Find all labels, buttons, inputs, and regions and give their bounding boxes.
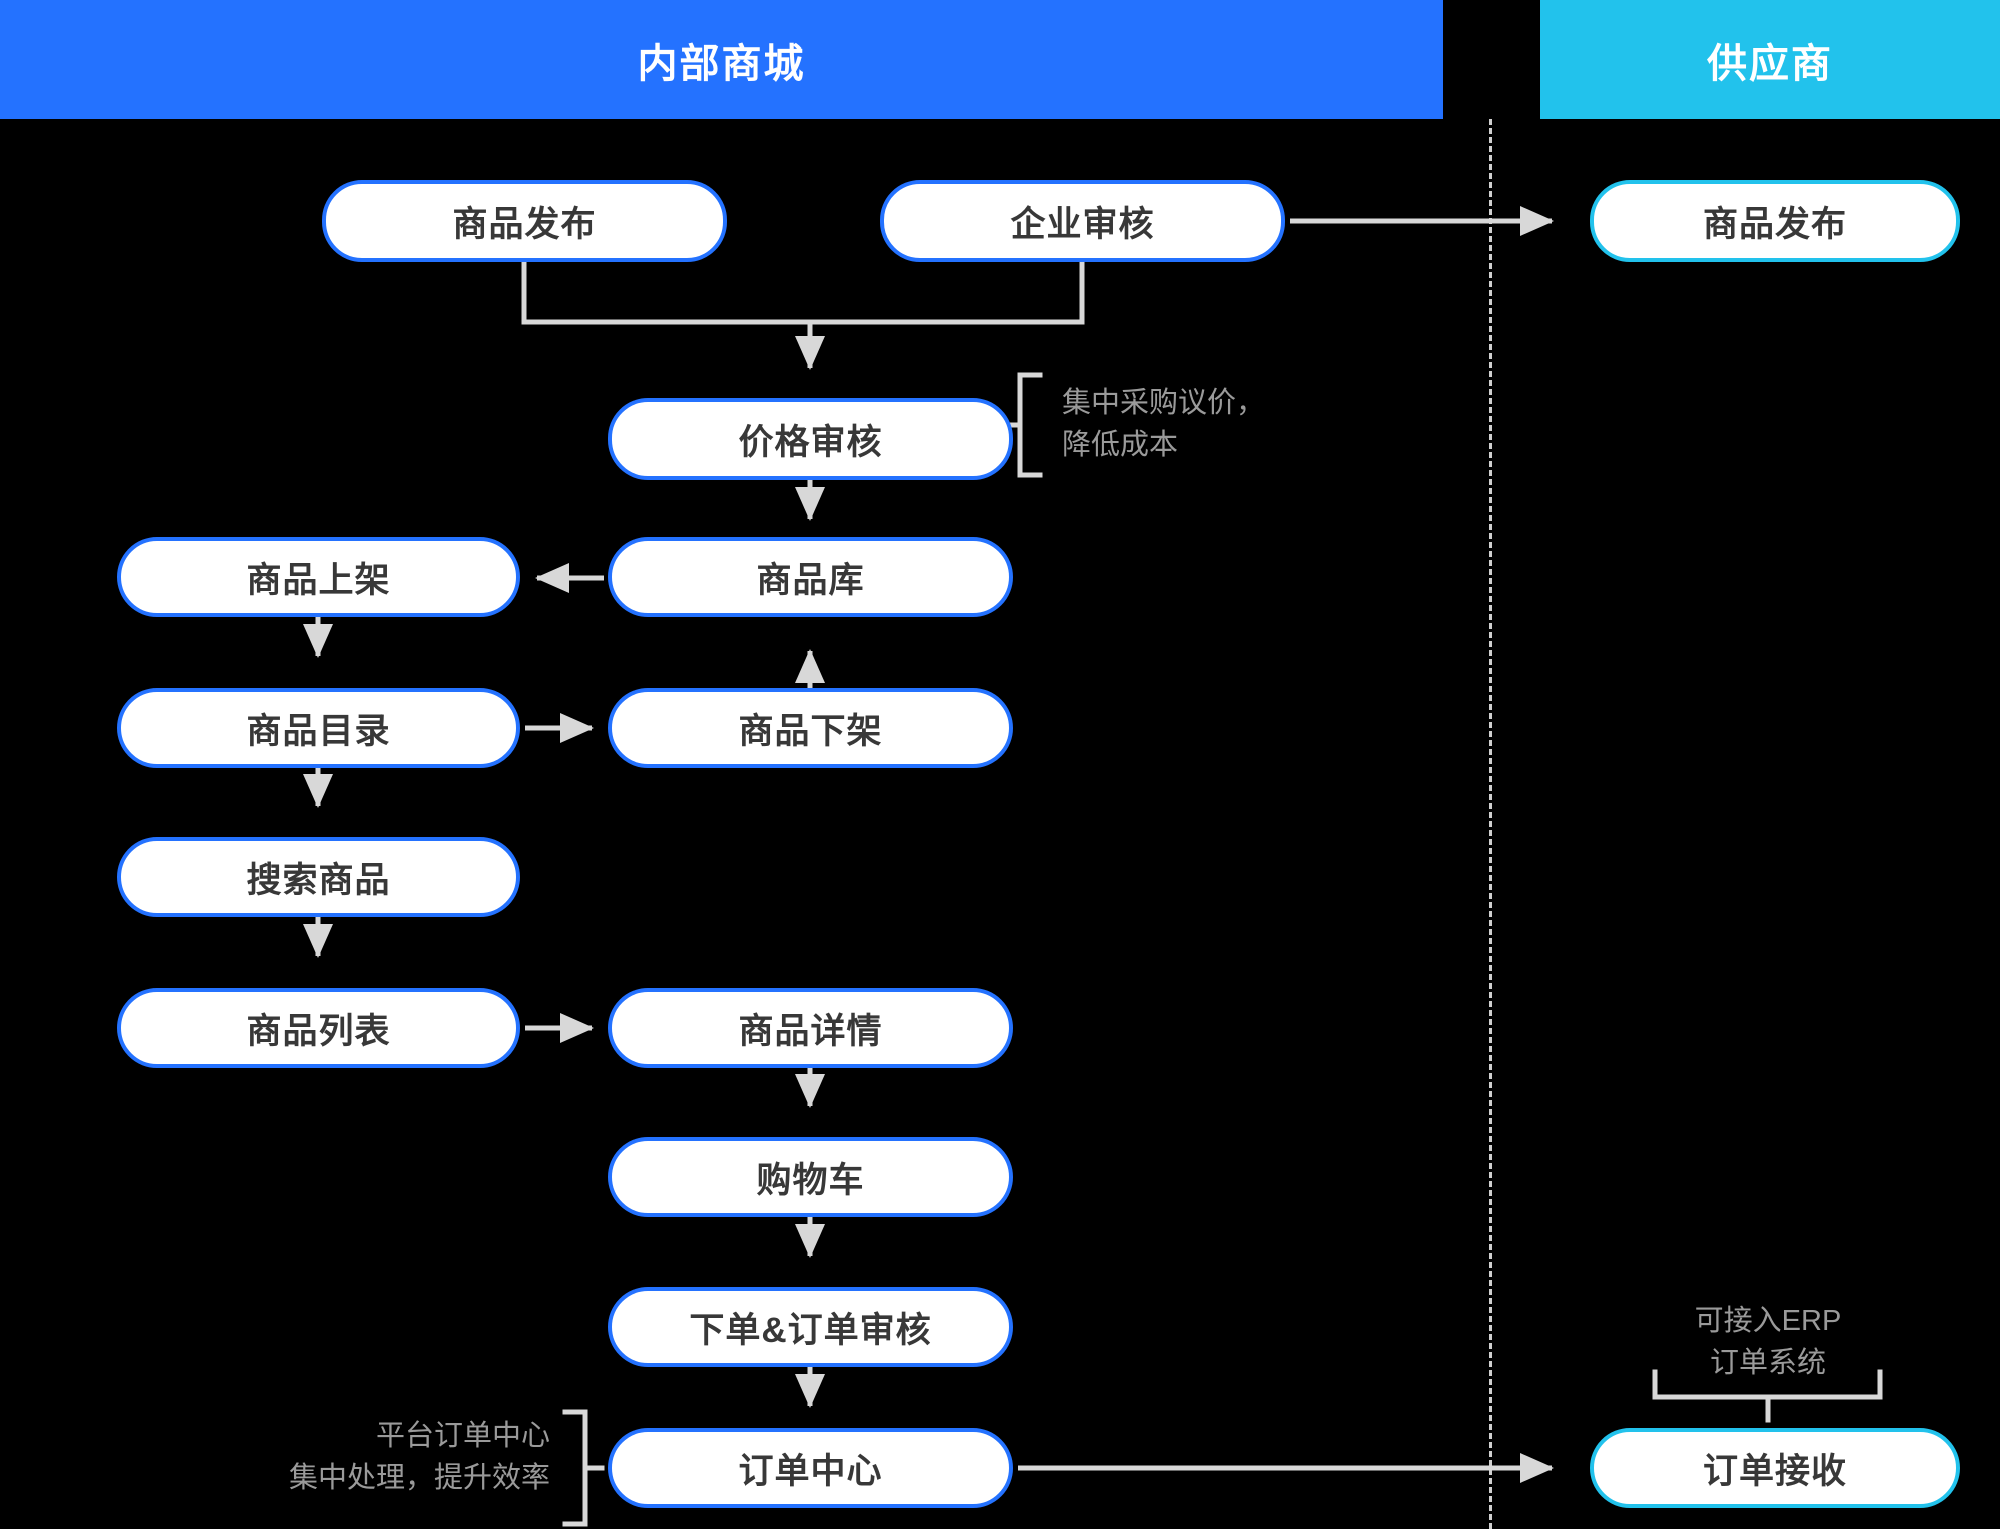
node-product-list[interactable]: 商品列表 [117,988,520,1068]
node-product-detail[interactable]: 商品详情 [608,988,1013,1068]
node-shopping-cart[interactable]: 购物车 [608,1137,1013,1217]
annotation-erp-order-system: 可接入ERP 订单系统 [1694,1305,1842,1380]
lane-header-internal-mall: 内部商城 [0,0,1443,119]
node-product-publish-internal[interactable]: 商品发布 [322,180,727,262]
lane-title-internal-mall: 内部商城 [637,41,806,86]
annotation-order-center: 平台订单中心 集中处理，提升效率 [288,1420,550,1495]
node-label: 商品下架 [738,711,883,751]
node-label: 订单中心 [738,1451,883,1491]
bracket-price-review [1017,372,1043,478]
bracket-order-center [562,1409,588,1527]
node-product-catalog[interactable]: 商品目录 [117,688,520,768]
node-label: 企业审核 [1010,204,1155,244]
node-label: 搜索商品 [246,860,391,900]
node-label: 商品详情 [738,1011,883,1051]
node-label: 商品库 [756,560,865,600]
node-label: 下单&订单审核 [689,1310,932,1350]
node-label: 订单接收 [1702,1451,1847,1491]
node-search-product[interactable]: 搜索商品 [117,837,520,917]
annotation-price-review: 集中采购议价， 降低成本 [1062,387,1266,462]
node-product-library[interactable]: 商品库 [608,537,1013,617]
lane-title-supplier: 供应商 [1707,41,1833,86]
node-place-order-review[interactable]: 下单&订单审核 [608,1287,1013,1367]
node-label: 购物车 [756,1160,865,1200]
node-label: 价格审核 [738,422,883,462]
node-order-receive[interactable]: 订单接收 [1590,1428,1960,1508]
node-product-off-shelf[interactable]: 商品下架 [608,688,1013,768]
node-price-review[interactable]: 价格审核 [608,398,1013,480]
edge-publish-review-merge [521,262,1085,325]
node-label: 商品发布 [452,204,597,244]
node-product-publish-supplier[interactable]: 商品发布 [1590,180,1960,262]
node-label: 商品目录 [246,711,391,751]
node-label: 商品列表 [246,1011,391,1051]
node-order-center[interactable]: 订单中心 [608,1428,1013,1508]
node-label: 商品发布 [1702,204,1847,244]
node-label: 商品上架 [246,560,391,600]
lane-header-supplier: 供应商 [1540,0,2000,119]
lane-divider-dashed-line [1489,119,1492,1529]
node-enterprise-review[interactable]: 企业审核 [880,180,1285,262]
node-product-on-shelf[interactable]: 商品上架 [117,537,520,617]
